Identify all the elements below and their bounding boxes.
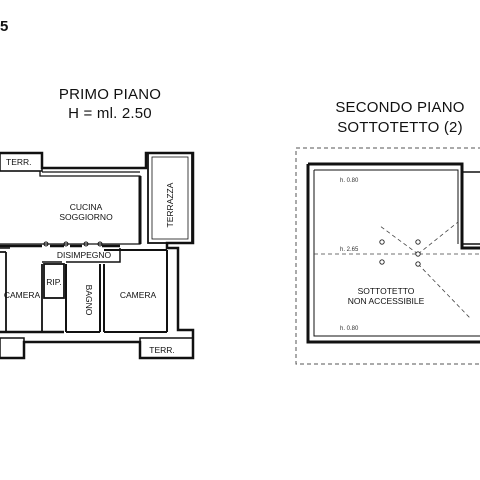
terr-top-box [0,152,43,172]
secondo-piano-title: SECONDO PIANO [335,99,465,116]
camera-right-label: CAMERA [120,290,157,300]
bagno-walls [65,264,101,333]
primo-piano-height: H = ml. 2.50 [68,105,152,122]
bottom-left-box [0,337,25,359]
primo-piano-plan [0,151,195,360]
terr-bottom-box [139,337,194,359]
disimpegno-walls [0,247,121,263]
ridge-lines [314,221,480,319]
page-corner-mark: 5 [0,18,9,35]
height-bottom-label: h. 0.80 [340,326,359,332]
rip-box [43,263,65,299]
door-marker [43,241,49,247]
camera-left-walls [0,251,43,332]
terr-bottom-label: TERR. [149,345,175,355]
right-inner-box [461,171,480,245]
height-top-label: h. 0.80 [340,178,359,184]
door-marker [83,241,89,247]
sottotetto-inner-walls [313,169,480,337]
door-marker [63,241,69,247]
roof-points [379,239,421,267]
rip-label: RIP. [46,277,61,287]
sottotetto-walls [306,162,480,344]
soggiorno-label: SOGGIORNO [59,212,113,222]
secondo-piano-plan [295,147,480,365]
dashed-outline [295,147,480,365]
height-middle-label: h. 2.65 [340,247,359,253]
camera-left-label: CAMERA [4,290,41,300]
camera-right-walls [103,249,167,333]
terrazza-label: TERRAZZA [165,182,175,227]
primo-piano-title: PRIMO PIANO [58,86,162,103]
door-marker [97,241,103,247]
disimpegno-label: DISIMPEGNO [57,250,112,260]
terrazza-inner [151,156,189,240]
non-accessibile-label: NON ACCESSIBILE [348,296,425,306]
secondo-piano-subtitle: SOTTOTETTO (2) [337,119,463,136]
terr-top-label: TERR. [6,157,32,167]
bagno-label: BAGNO [84,285,94,316]
outer-wall [0,151,195,360]
sottotetto-label: SOTTOTETTO [358,286,415,296]
terrazza-box [147,152,193,244]
cucina-label: CUCINA [70,202,103,212]
